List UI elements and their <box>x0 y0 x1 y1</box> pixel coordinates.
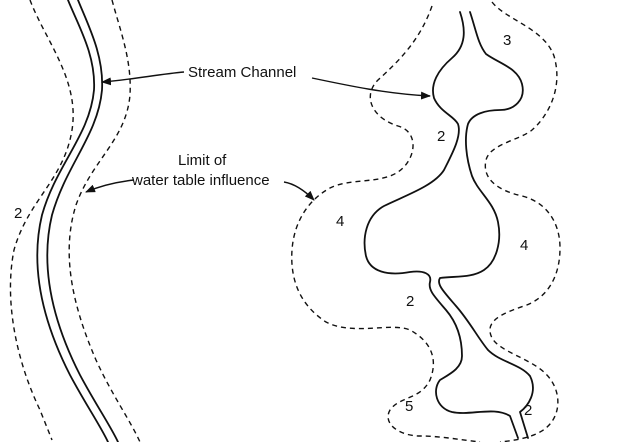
stream-channel-leader-right <box>311 77 431 100</box>
left-stream-bank-left <box>36 0 109 442</box>
zone-left: 2 <box>14 205 22 222</box>
zone-right-middle: 4 <box>520 237 528 254</box>
limit-label-line2: water table influence <box>131 172 270 189</box>
right-stream-bank-right <box>438 11 534 439</box>
limit-leader-left <box>85 179 135 193</box>
left-limit-boundary-inner <box>68 0 141 442</box>
zone-lower-middle: 2 <box>406 293 414 310</box>
zone-left-middle: 4 <box>336 213 344 230</box>
right-stream-bank-left <box>363 11 519 439</box>
zone-bottom-left: 5 <box>405 398 413 415</box>
zone-top-right: 3 <box>503 32 511 49</box>
right-limit-boundary-right <box>484 1 561 442</box>
stream-channel-label: Stream Channel <box>188 64 296 81</box>
limit-leader-right <box>283 181 315 201</box>
zone-right-upper: 2 <box>437 128 445 145</box>
right-limit-boundary-left <box>291 5 481 442</box>
left-stream-bank-right <box>46 0 119 442</box>
zone-bottom-right: 2 <box>524 402 532 419</box>
left-limit-boundary-outer <box>9 0 74 441</box>
stream-channel-leader-left <box>101 71 185 86</box>
limit-label-line1: Limit of <box>178 152 227 169</box>
